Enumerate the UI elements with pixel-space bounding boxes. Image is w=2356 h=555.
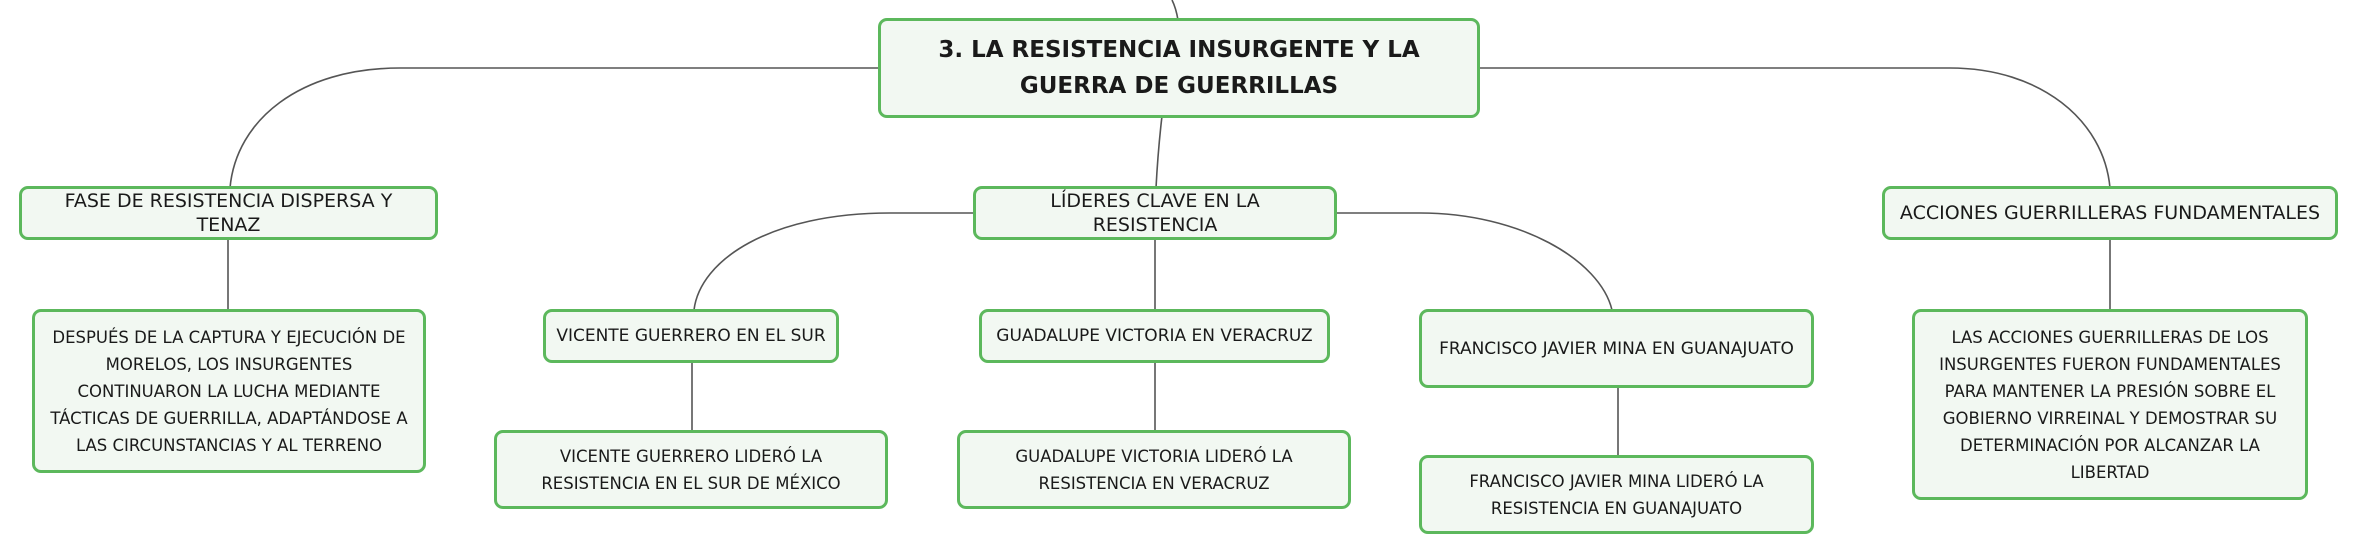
topic-acciones-guerrilleras[interactable]: ACCIONES GUERRILLERAS FUNDAMENTALES bbox=[1882, 186, 2338, 240]
topic-vicente-guerrero[interactable]: VICENTE GUERRERO EN EL SUR bbox=[543, 309, 839, 363]
detail-francisco-javier-mina-text: FRANCISCO JAVIER MINA LIDERÓ LA RESISTEN… bbox=[1469, 471, 1764, 518]
connector-root-lideres bbox=[1155, 115, 1163, 189]
detail-guadalupe-victoria[interactable]: GUADALUPE VICTORIA LIDERÓ LA RESISTENCIA… bbox=[957, 430, 1351, 509]
connector-root-fase bbox=[229, 67, 880, 189]
detail-vicente-guerrero[interactable]: VICENTE GUERRERO LIDERÓ LA RESISTENCIA E… bbox=[494, 430, 888, 509]
topic-francisco-javier-mina-label: FRANCISCO JAVIER MINA EN GUANAJUATO bbox=[1439, 338, 1794, 359]
connector-parent bbox=[1171, 0, 1179, 21]
topic-lideres-clave-label: LÍDERES CLAVE EN LA RESISTENCIA bbox=[1050, 190, 1260, 236]
topic-francisco-javier-mina[interactable]: FRANCISCO JAVIER MINA EN GUANAJUATO bbox=[1419, 309, 1814, 388]
topic-lideres-clave[interactable]: LÍDERES CLAVE EN LA RESISTENCIA bbox=[973, 186, 1337, 240]
root-topic-label: 3. LA RESISTENCIA INSURGENTE Y LA GUERRA… bbox=[938, 37, 1420, 99]
topic-fase-resistencia[interactable]: FASE DE RESISTENCIA DISPERSA Y TENAZ bbox=[19, 186, 438, 240]
connector-root-acciones bbox=[1480, 67, 2111, 189]
detail-acciones-guerrilleras[interactable]: LAS ACCIONES GUERRILLERAS DE LOS INSURGE… bbox=[1912, 309, 2308, 500]
topic-vicente-guerrero-label: VICENTE GUERRERO EN EL SUR bbox=[556, 326, 826, 346]
topic-acciones-guerrilleras-label: ACCIONES GUERRILLERAS FUNDAMENTALES bbox=[1899, 202, 2321, 224]
detail-vicente-guerrero-text: VICENTE GUERRERO LIDERÓ LA RESISTENCIA E… bbox=[541, 446, 841, 493]
detail-francisco-javier-mina[interactable]: FRANCISCO JAVIER MINA LIDERÓ LA RESISTEN… bbox=[1419, 455, 1814, 534]
root-topic[interactable]: 3. LA RESISTENCIA INSURGENTE Y LA GUERRA… bbox=[878, 18, 1480, 118]
detail-fase-resistencia[interactable]: DESPUÉS DE LA CAPTURA Y EJECUCIÓN DE MOR… bbox=[32, 309, 426, 473]
detail-guadalupe-victoria-text: GUADALUPE VICTORIA LIDERÓ LA RESISTENCIA… bbox=[1015, 446, 1293, 493]
topic-fase-resistencia-label: FASE DE RESISTENCIA DISPERSA Y TENAZ bbox=[64, 190, 393, 236]
connector-lideres-guerrero bbox=[693, 212, 973, 311]
topic-guadalupe-victoria-label: GUADALUPE VICTORIA EN VERACRUZ bbox=[996, 326, 1313, 346]
detail-fase-resistencia-text: DESPUÉS DE LA CAPTURA Y EJECUCIÓN DE MOR… bbox=[50, 327, 408, 455]
topic-guadalupe-victoria[interactable]: GUADALUPE VICTORIA EN VERACRUZ bbox=[979, 309, 1330, 363]
connector-lideres-mina bbox=[1336, 212, 1613, 311]
detail-acciones-guerrilleras-text: LAS ACCIONES GUERRILLERAS DE LOS INSURGE… bbox=[1939, 327, 2281, 482]
